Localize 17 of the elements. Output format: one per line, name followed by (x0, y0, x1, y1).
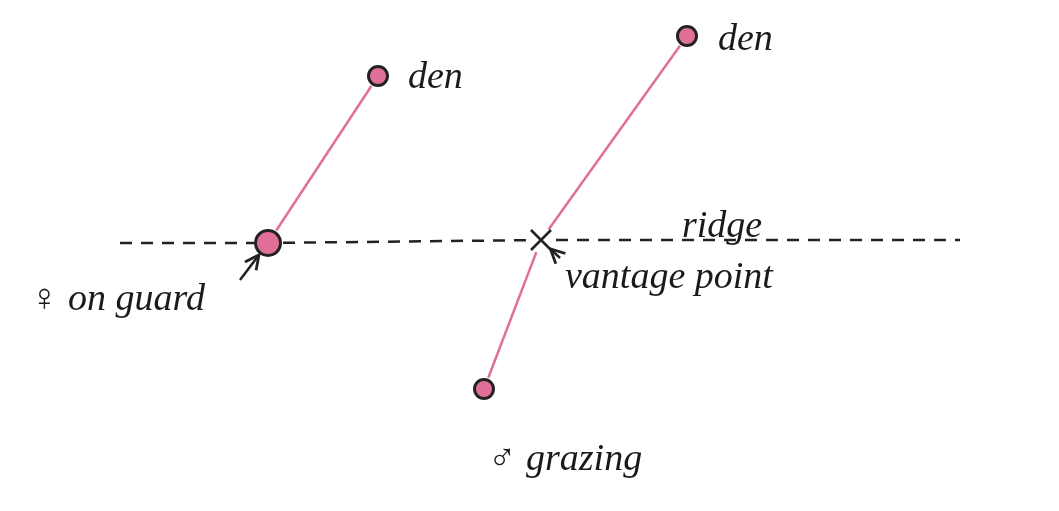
place-label: den (408, 56, 463, 94)
cross-mark (529, 228, 553, 252)
place-label: ridge (682, 205, 763, 243)
place-label: den (718, 18, 773, 56)
path-line (275, 85, 373, 232)
annotation-text: vantage point (565, 254, 773, 296)
leader-arrow (239, 253, 261, 281)
path-line (547, 45, 682, 231)
location-dot (254, 229, 282, 257)
path-line (487, 251, 538, 379)
location-dot (367, 65, 389, 87)
leader-arrow (549, 247, 567, 266)
ridge-line (283, 238, 528, 245)
annotation-text: ♀ on guard (30, 276, 205, 318)
location-dot (676, 25, 698, 47)
place-label: ♂ grazing (488, 438, 643, 476)
location-dot (473, 378, 495, 400)
